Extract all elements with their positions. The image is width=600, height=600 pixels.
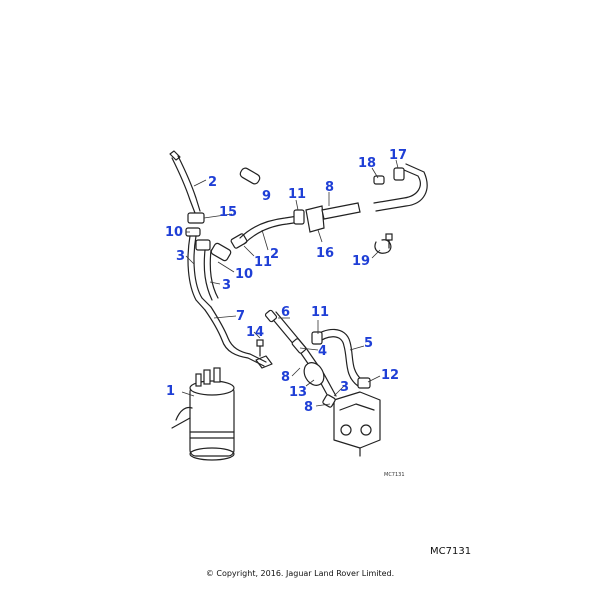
callout-2-middle: 2 xyxy=(270,247,279,262)
callout-17: 17 xyxy=(389,148,407,163)
callout-5: 5 xyxy=(364,336,373,351)
filter-13 xyxy=(303,362,325,386)
callout-1: 1 xyxy=(166,384,175,399)
callout-19: 19 xyxy=(352,254,370,269)
small-reference-code: MC7131 xyxy=(384,472,405,478)
pipe-7 xyxy=(204,306,273,369)
diagram-code: MC7131 xyxy=(430,546,472,557)
clamp-11-top xyxy=(293,209,305,225)
callout-8-top: 8 xyxy=(325,180,334,195)
copyright-notice: © Copyright, 2016. Jaguar Land Rover Lim… xyxy=(205,569,395,578)
callout-labels: 1 2 2 3 3 3 4 5 6 7 8 8 8 9 10 10 11 11 … xyxy=(165,148,407,415)
callout-11-right: 11 xyxy=(311,305,329,320)
clip-19 xyxy=(374,233,393,254)
clamp-15 xyxy=(185,212,211,251)
callout-10-right: 10 xyxy=(235,267,253,282)
bracket-16 xyxy=(305,205,325,243)
pipe-8-top xyxy=(321,202,361,220)
callout-8-mid: 8 xyxy=(281,370,290,385)
leader-lines xyxy=(181,159,399,407)
callout-2-top: 2 xyxy=(208,175,217,190)
callout-3-bottom: 3 xyxy=(340,380,349,395)
callout-7: 7 xyxy=(236,309,245,324)
callout-3-left: 3 xyxy=(176,249,185,264)
hose-5 xyxy=(311,328,371,389)
bolt-14 xyxy=(256,339,264,357)
callout-18: 18 xyxy=(358,156,376,171)
callout-12: 12 xyxy=(381,368,399,383)
callout-10-left: 10 xyxy=(165,225,183,240)
callout-16: 16 xyxy=(316,246,334,261)
hose-17 xyxy=(373,163,428,212)
fitting-10-11 xyxy=(210,233,248,262)
hose-2-upper xyxy=(169,150,201,214)
callout-4: 4 xyxy=(318,344,327,359)
hose-2-middle xyxy=(239,215,301,245)
canister-1 xyxy=(171,367,235,461)
callout-6: 6 xyxy=(281,305,290,320)
callout-9: 9 xyxy=(262,189,271,204)
pipe-3-left xyxy=(187,235,219,311)
callout-14: 14 xyxy=(246,325,264,340)
callout-15: 15 xyxy=(219,205,237,220)
callout-3-mid: 3 xyxy=(222,278,231,293)
callout-11-mid: 11 xyxy=(254,255,272,270)
engine-block xyxy=(322,391,381,457)
callout-13: 13 xyxy=(289,385,307,400)
callout-11-top: 11 xyxy=(288,187,306,202)
part-9 xyxy=(239,167,261,185)
callout-8-bottom: 8 xyxy=(304,400,313,415)
